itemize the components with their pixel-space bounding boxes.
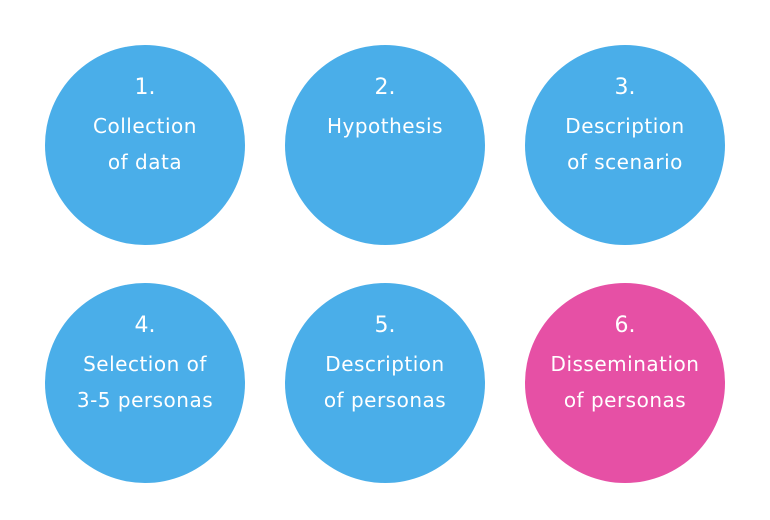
step-number: 4. [134, 313, 156, 338]
step-label-line-1: Description [325, 352, 445, 376]
step-circle-1: 1. Collection of data [45, 45, 245, 245]
step-circle-3: 3. Description of scenario [525, 45, 725, 245]
step-label-line-1: Hypothesis [326, 114, 444, 138]
step-number: 5. [374, 313, 396, 338]
step-label-line-1: Selection of [83, 352, 207, 376]
step-circle-5: 5. Description of personas [285, 283, 485, 483]
step-label-line-2: of personas [563, 388, 687, 412]
step-circle-2: 2. Hypothesis [285, 45, 485, 245]
step-label: Dissemination of personas [535, 346, 715, 418]
step-circle-4: 4. Selection of 3-5 personas [45, 283, 245, 483]
step-label-line-2: 3-5 personas [76, 388, 214, 412]
step-label-line-2: of personas [323, 388, 447, 412]
step-circle-6: 6. Dissemination of personas [525, 283, 725, 483]
step-label: Description of scenario [535, 108, 715, 180]
step-label-line-1: Description [565, 114, 685, 138]
step-number: 1. [134, 75, 156, 100]
step-number: 2. [374, 75, 396, 100]
step-number: 3. [614, 75, 636, 100]
step-label-line-2: of scenario [567, 150, 683, 174]
step-label: Collection of data [55, 108, 235, 180]
step-label: Description of personas [295, 346, 475, 418]
step-label-line-1: Dissemination [550, 352, 700, 376]
step-label: Selection of 3-5 personas [55, 346, 235, 418]
step-label: Hypothesis [295, 108, 475, 144]
step-label-line-1: Collection [93, 114, 197, 138]
step-label-line-2: of data [107, 150, 183, 174]
step-number: 6. [614, 313, 636, 338]
